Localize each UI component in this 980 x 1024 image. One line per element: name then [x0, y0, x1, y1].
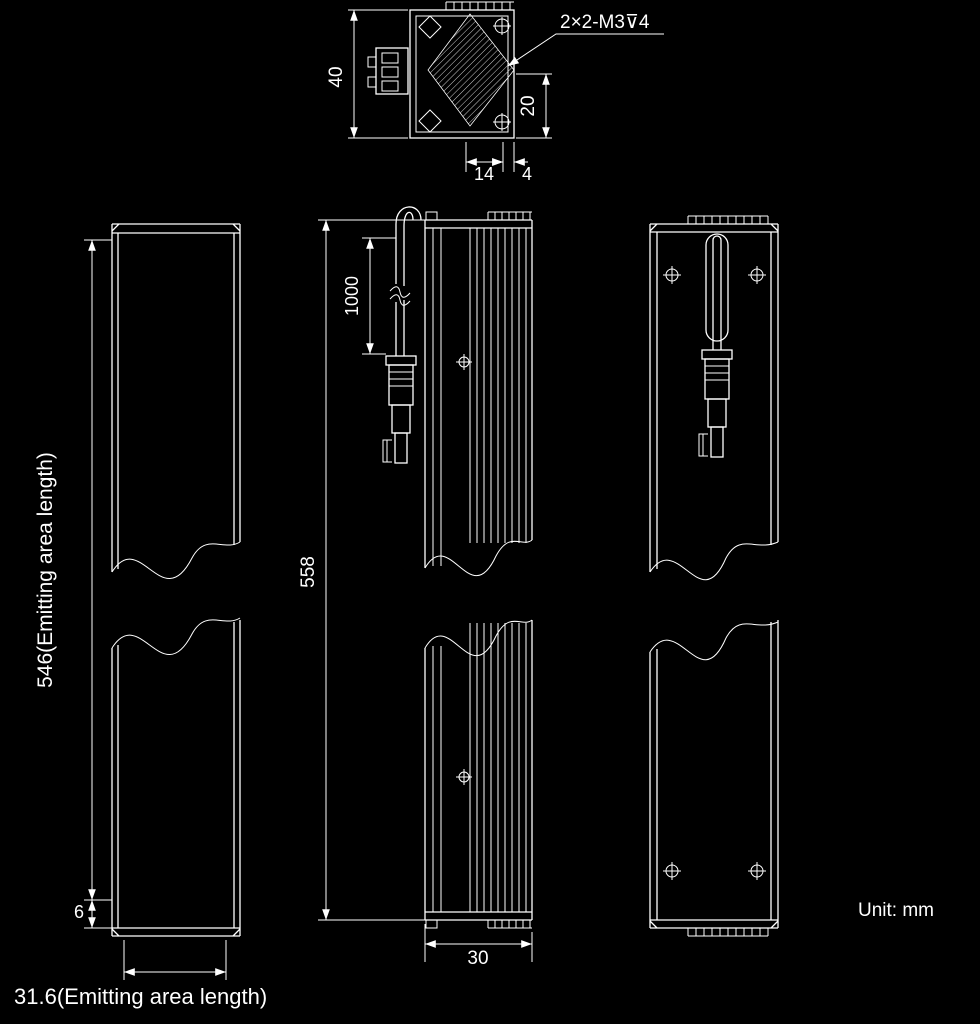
break-line: [111, 541, 241, 580]
connector-body: [388, 364, 414, 406]
dim-label-14: 14: [474, 164, 494, 184]
corner-boss-bottom: [418, 109, 442, 133]
side-view-edges: [424, 220, 533, 920]
ext-lines-558: [318, 219, 425, 921]
cable-inner: [403, 211, 414, 356]
break-line: [424, 619, 533, 657]
connector-mid: [391, 404, 411, 434]
connector-flange: [701, 349, 733, 360]
hatched-section: [427, 13, 515, 127]
side-view-top-tab: [425, 211, 438, 221]
connector-ribs: [705, 365, 729, 381]
front-view-sides-upper: [111, 224, 241, 572]
rear-view-bottom-cap: [649, 919, 779, 929]
ext-lines-40: [348, 9, 408, 139]
top-view-connector-block: [375, 47, 409, 95]
side-view-top-serration: [487, 211, 532, 220]
front-view-sides-lower: [111, 620, 241, 936]
rear-view-sides-upper: [649, 224, 779, 572]
screw-hole-centerlines: [456, 354, 472, 785]
dim-label-6: 6: [74, 902, 84, 922]
dim-label-546: 546(Emitting area length): [34, 452, 57, 688]
connector-window: [381, 66, 399, 78]
corner-boss-top: [418, 15, 442, 39]
connector: [698, 349, 733, 458]
hole-callout-leader: [507, 33, 664, 67]
side-view-bottom-tab: [425, 919, 438, 929]
connector-clip: [382, 439, 392, 463]
hole-centerlines: [493, 17, 511, 131]
connector-window: [381, 52, 399, 64]
mount-hole-centerlines: [663, 266, 766, 880]
connector: [382, 355, 417, 464]
connector-window: [381, 80, 399, 92]
front-view: 546(Emitting area length) 6 31.6(Emittin…: [14, 223, 267, 1009]
top-view-serration: [445, 1, 514, 10]
side-view-profile-left: [432, 228, 442, 912]
ext-lines-width: [123, 940, 227, 980]
connector-mid: [707, 398, 727, 428]
rear-view-sides-lower: [649, 620, 779, 928]
side-view-top-cap: [425, 219, 532, 229]
connector-clip: [698, 433, 708, 457]
dim-label-558: 558: [298, 556, 319, 588]
side-view-bottom-cap: [425, 911, 532, 921]
side-view: 1000 558 30: [298, 206, 533, 969]
connector-ribs: [389, 371, 413, 387]
ext-lines-1000: [362, 237, 396, 355]
rear-view: [649, 215, 779, 937]
side-view-profile-fins: [469, 228, 527, 912]
ext-lines-14-4: [465, 142, 515, 172]
connector-body: [704, 358, 730, 400]
cable-in-slot: [712, 235, 722, 350]
dim-label-width: 31.6(Emitting area length): [14, 984, 267, 1009]
connector-tip: [710, 426, 724, 458]
break-line: [649, 621, 779, 661]
dim-label-20: 20: [518, 95, 539, 116]
rear-view-top-serration: [687, 215, 769, 224]
connector-tip: [394, 432, 408, 464]
connector-tab: [367, 76, 377, 88]
break-line: [649, 541, 779, 581]
side-view-bottom-serration: [487, 920, 532, 929]
break-line: [111, 617, 241, 656]
front-view-top-cap: [111, 223, 241, 234]
unit-label: Unit: mm: [858, 900, 934, 921]
break-line: [424, 539, 533, 577]
ext-lines-546: [84, 239, 112, 929]
dim-label-30: 30: [467, 948, 488, 969]
rear-view-top-cap: [649, 223, 779, 233]
dim-label-1000: 1000: [342, 276, 362, 316]
top-view: 40 20 14 4 2×2-M3⊽4: [326, 1, 664, 184]
hole-callout-label: 2×2-M3⊽4: [560, 12, 650, 33]
cable-break-mark: [389, 286, 411, 306]
cable-outer: [395, 206, 422, 356]
dim-label-40: 40: [326, 66, 347, 87]
dim-label-4: 4: [522, 164, 532, 184]
connector-tab: [367, 56, 377, 68]
rear-view-bottom-serration: [687, 928, 769, 937]
connector-flange: [385, 355, 417, 366]
cable-slot: [705, 233, 729, 342]
front-view-bottom-cap: [111, 927, 241, 937]
